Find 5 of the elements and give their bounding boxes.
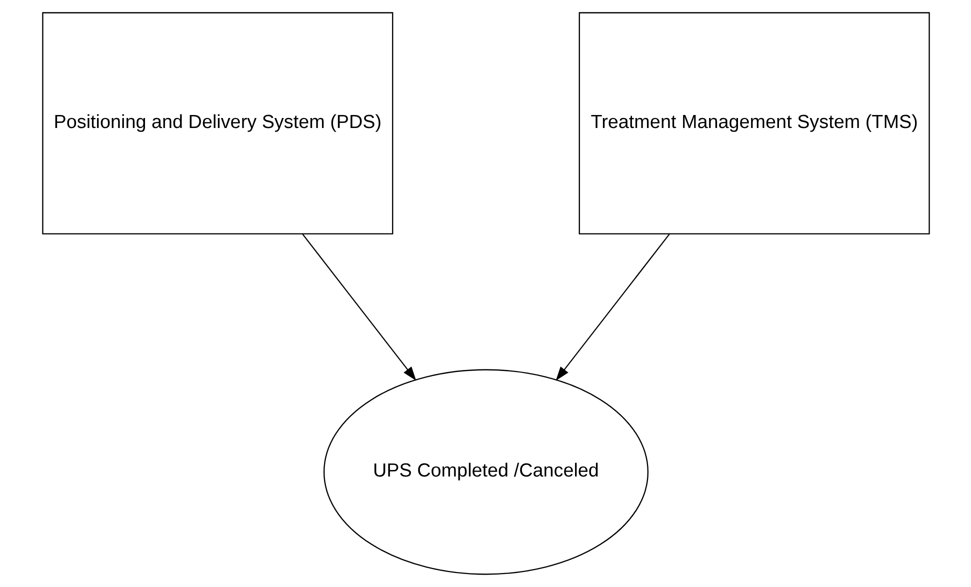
arrow (302, 234, 416, 381)
node-box: Positioning and Delivery System (PDS) (42, 12, 393, 234)
arrow (555, 234, 670, 381)
node-ellipse: UPS Completed /Canceled (322, 369, 648, 575)
node-box: Treatment Management System (TMS) (578, 12, 930, 234)
